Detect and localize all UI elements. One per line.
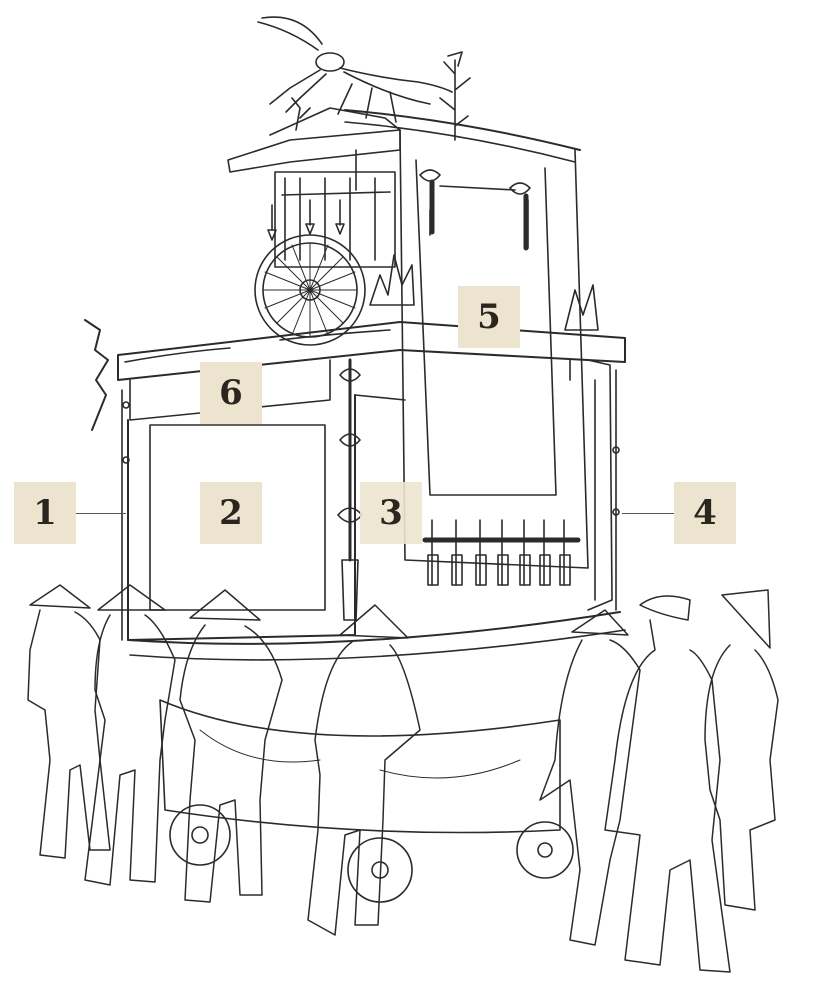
porters <box>27 584 779 973</box>
callout-4: 4 <box>674 482 736 544</box>
callout-1: 1 <box>14 482 76 544</box>
pine-branches <box>369 254 599 331</box>
mantis-ornament <box>257 16 453 123</box>
undercarriage <box>159 699 574 903</box>
float-main-body <box>84 319 626 661</box>
callout-2: 2 <box>200 482 262 544</box>
callout-3: 3 <box>360 482 422 544</box>
leader-line-1 <box>76 513 126 514</box>
callout-5: 5 <box>458 286 520 348</box>
callout-6: 6 <box>200 362 262 424</box>
coral-ornament <box>291 51 471 141</box>
leader-line-4 <box>622 513 674 514</box>
